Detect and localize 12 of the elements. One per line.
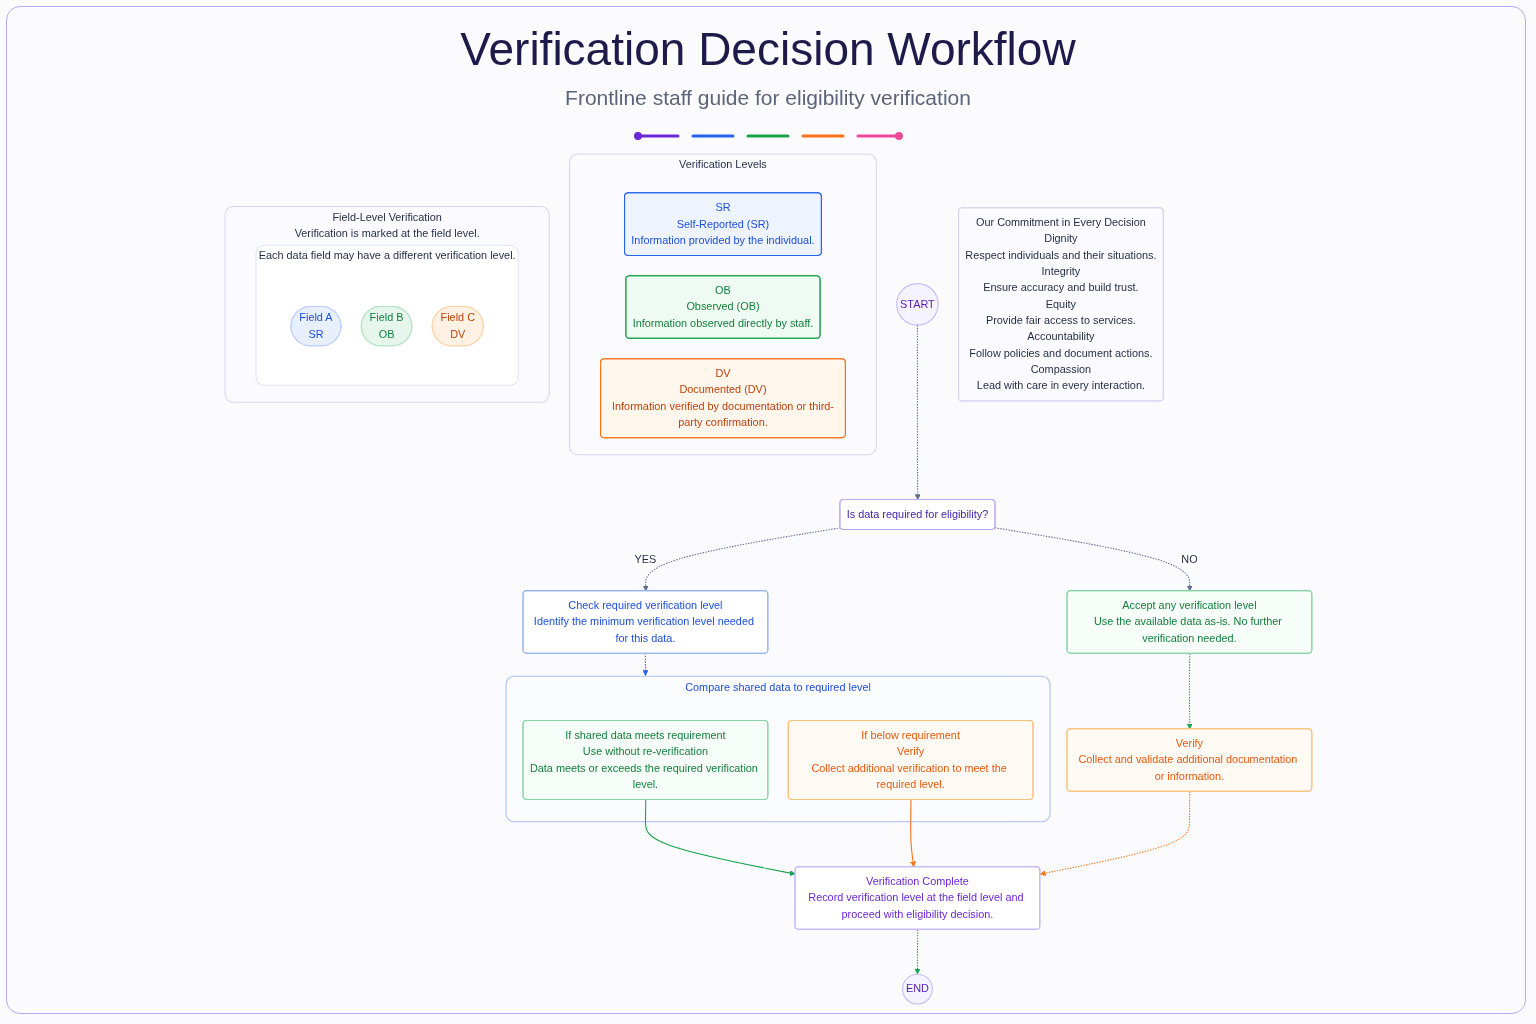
- arrow: [1039, 791, 1190, 877]
- arrow: [994, 527, 1193, 592]
- arrow: [914, 929, 920, 975]
- node-circle: END: [901, 973, 933, 1005]
- title: Verification Decision Workflow: [459, 22, 1077, 76]
- subtitle: Frontline staff guide for eligibility verification: [565, 86, 971, 110]
- node-circle: START: [895, 283, 939, 326]
- arrow: [1186, 653, 1193, 730]
- edge-label: YES: [634, 553, 656, 566]
- arrow: [642, 527, 841, 592]
- arrow: [909, 799, 916, 868]
- edge-label: NO: [1180, 553, 1198, 566]
